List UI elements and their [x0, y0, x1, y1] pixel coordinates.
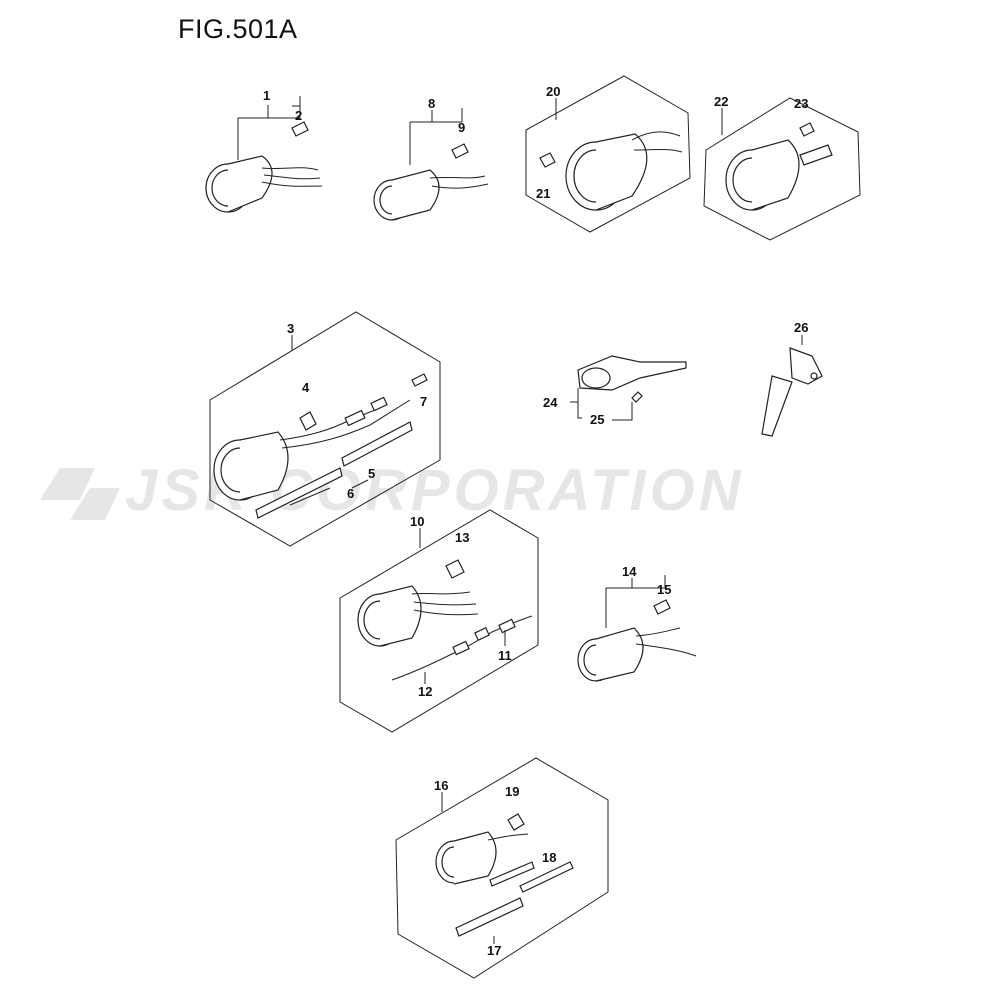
callout-3: 3: [287, 321, 294, 336]
callout-16: 16: [434, 778, 448, 793]
gauge-box-22: [703, 97, 861, 241]
callout-26: 26: [794, 320, 808, 335]
watermark: JSR CORPORATION: [40, 458, 741, 523]
callout-20: 20: [546, 84, 560, 99]
callout-24: 24: [543, 395, 558, 410]
gauge-box-10: [339, 509, 539, 733]
gauge-assembly-14: [577, 575, 697, 682]
callout-12: 12: [418, 684, 432, 699]
callout-9: 9: [458, 120, 465, 135]
gauge-box-3: [209, 311, 441, 547]
callout-5: 5: [368, 466, 375, 481]
callout-8: 8: [428, 96, 435, 111]
callout-17: 17: [487, 943, 501, 958]
sender-assembly-26: [761, 335, 823, 437]
gauge-box-20: [525, 75, 691, 233]
callout-18: 18: [542, 850, 556, 865]
gauge-assembly-8: [373, 108, 489, 221]
gauge-assembly-1: [205, 96, 323, 213]
callout-2: 2: [295, 108, 302, 123]
callout-11: 11: [498, 648, 512, 663]
sender-assembly-24: [570, 355, 687, 421]
callout-25: 25: [590, 412, 604, 427]
callout-21: 21: [536, 186, 550, 201]
callout-1: 1: [263, 88, 270, 103]
callout-4: 4: [302, 380, 310, 395]
callout-23: 23: [794, 96, 808, 111]
callout-labels: 1 2 3 4 5 6 7 8 9 10 11 12 13 14 15 16 1…: [263, 84, 808, 958]
callout-6: 6: [347, 486, 354, 501]
callout-15: 15: [657, 582, 671, 597]
callout-19: 19: [505, 784, 519, 799]
callout-13: 13: [455, 530, 469, 545]
watermark-logo-icon: [40, 468, 120, 520]
callout-22: 22: [714, 94, 728, 109]
gauge-box-16: [395, 757, 609, 979]
callout-7: 7: [420, 394, 427, 409]
figure-title: FIG.501A: [178, 14, 298, 44]
callout-14: 14: [622, 564, 637, 579]
callout-10: 10: [410, 514, 424, 529]
